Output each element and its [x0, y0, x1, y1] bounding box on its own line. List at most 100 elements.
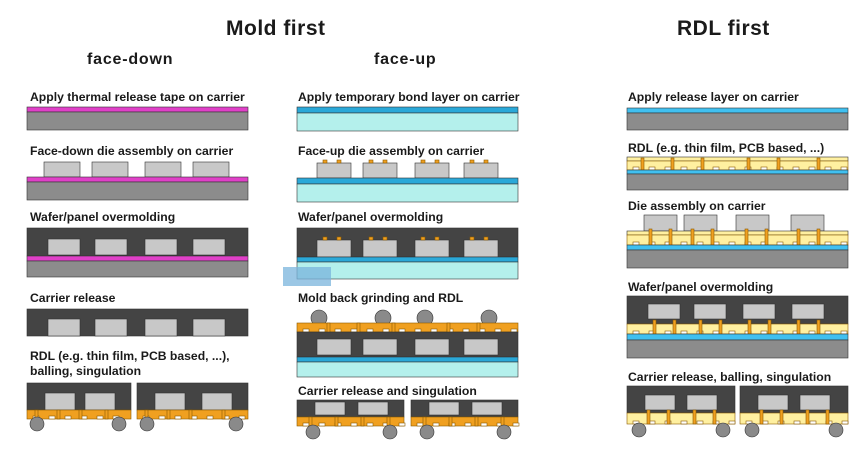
rf-step2-label: RDL (e.g. thin film, PCB based, ...): [628, 141, 825, 155]
rdl-via: [666, 409, 671, 425]
die: [693, 303, 727, 320]
rdl-via: [710, 228, 715, 246]
rdl-pad: [302, 328, 310, 333]
rdl-via: [640, 157, 645, 171]
rdl-via: [759, 409, 764, 425]
rdl-pad: [712, 330, 720, 335]
rdl-pad: [728, 420, 736, 425]
solder-ball: [139, 416, 155, 432]
rdl-via: [668, 228, 673, 246]
rdl-via: [221, 409, 226, 420]
fu-step2-label: Face-up die assembly on carrier: [298, 144, 485, 158]
rdl-first-title: RDL first: [677, 17, 770, 40]
temporary-bond-layer: [296, 356, 519, 363]
fu-step1-label: Apply temporary bond layer on carrier: [298, 90, 520, 104]
rdl-via: [744, 228, 749, 246]
die: [192, 161, 230, 178]
die: [43, 161, 81, 178]
rdl-via: [166, 409, 171, 420]
mold-compound: [626, 385, 736, 414]
rdl-via: [747, 319, 752, 335]
die: [463, 338, 499, 356]
die: [683, 214, 718, 232]
rdl-base: [626, 156, 849, 162]
die: [362, 162, 398, 179]
solder-ball: [744, 422, 760, 438]
rdl-pad: [776, 330, 784, 335]
die: [644, 394, 676, 411]
thermal-release-tape: [26, 176, 249, 183]
rdl-via: [746, 157, 751, 171]
die: [91, 161, 129, 178]
solder-ball: [228, 416, 244, 432]
rdl-pad: [632, 166, 640, 171]
die: [463, 239, 499, 258]
release-layer: [626, 244, 849, 251]
rdl-via: [422, 416, 427, 427]
solder-ball: [496, 424, 512, 440]
die: [84, 392, 116, 411]
rf-step1-label: Apply release layer on carrier: [628, 90, 799, 104]
rdl-via: [360, 416, 365, 427]
fu-step5-label: Carrier release and singulation: [298, 384, 477, 398]
rdl-pad: [712, 166, 720, 171]
die-pad: [368, 236, 374, 241]
rdl-pad: [174, 415, 182, 420]
rdl-via: [692, 409, 697, 425]
die: [316, 162, 352, 179]
rdl-pad: [680, 241, 688, 246]
rdl-pad: [793, 420, 801, 425]
rdl-via: [816, 228, 821, 246]
rdl-pad: [809, 420, 817, 425]
rdl-via: [779, 409, 784, 425]
rf-step5-label: Carrier release, balling, singulation: [628, 370, 832, 384]
rdl-layer: [410, 416, 519, 427]
solder-ball: [382, 424, 398, 440]
carrier: [26, 111, 249, 131]
die-pad: [420, 236, 426, 241]
rdl-pad: [808, 241, 816, 246]
carrier: [26, 181, 249, 201]
rdl-layer: [296, 416, 405, 427]
die: [643, 214, 678, 232]
fd-step5-label-line2: balling, singulation: [30, 364, 142, 378]
rdl-via: [500, 416, 505, 427]
die: [414, 338, 450, 356]
die: [791, 303, 825, 320]
rdl-via: [825, 409, 830, 425]
rdl-pad: [382, 328, 390, 333]
die: [757, 394, 789, 411]
rdl-pad: [696, 241, 704, 246]
rdl-pad: [680, 330, 688, 335]
die: [471, 401, 503, 416]
rdl-via: [308, 416, 313, 427]
die-pad: [469, 236, 475, 241]
die: [154, 392, 186, 411]
rdl-via: [334, 416, 339, 427]
rdl-pad: [841, 420, 849, 425]
rdl-pad: [840, 166, 848, 171]
rdl-via: [646, 409, 651, 425]
rf-step4-label: Wafer/panel overmolding: [628, 280, 774, 294]
die: [742, 303, 776, 320]
carrier: [296, 361, 519, 378]
solder-ball: [631, 422, 647, 438]
rdl-via: [816, 157, 821, 171]
thermal-release-tape: [26, 106, 249, 113]
solder-ball: [419, 424, 435, 440]
rdl-pad: [366, 422, 374, 427]
die: [144, 161, 182, 178]
rdl-pad: [632, 241, 640, 246]
rdl-pad: [510, 328, 518, 333]
rdl-pad: [350, 328, 358, 333]
mold-compound: [26, 382, 132, 411]
rdl-pad: [414, 328, 422, 333]
release-layer: [626, 333, 849, 341]
die: [44, 392, 76, 411]
rdl-via: [767, 319, 772, 335]
die: [144, 238, 178, 256]
solder-ball: [305, 424, 321, 440]
rdl-pad: [302, 422, 310, 427]
temporary-bond-layer: [296, 106, 519, 114]
